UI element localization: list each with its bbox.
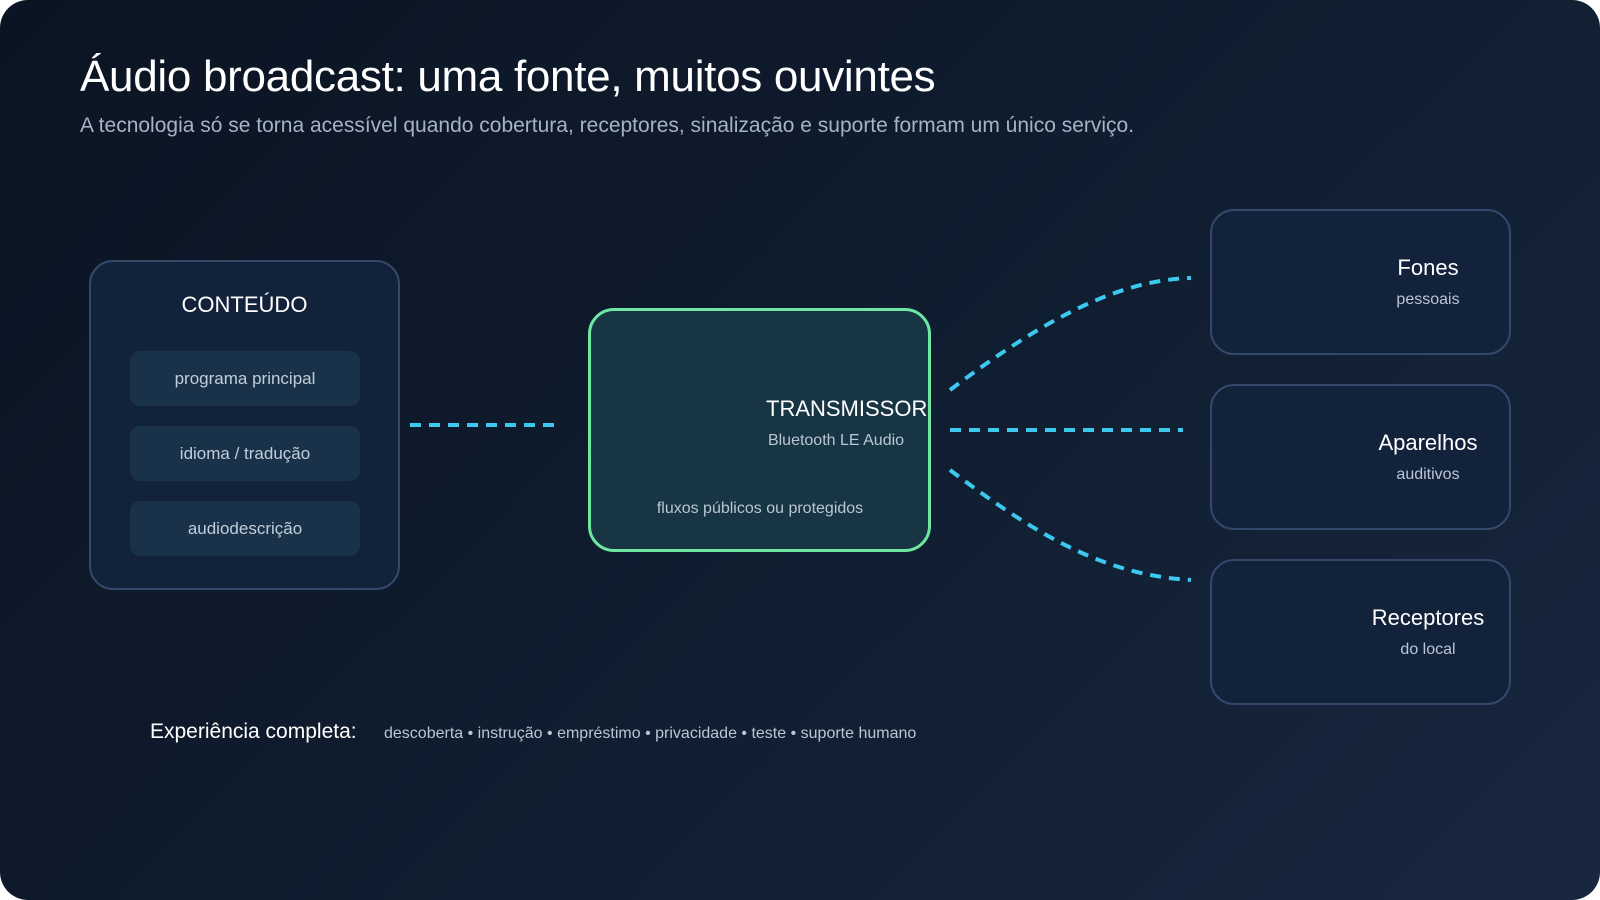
transmitter-subtitle: Bluetooth LE Audio (767, 432, 905, 449)
connector-to-headphones (948, 276, 1192, 392)
content-item-language-translation: idioma / tradução (130, 426, 360, 481)
receiver-card-headphones: Fones pessoais (1210, 209, 1511, 355)
receiver-label-headphones: Fones (1397, 255, 1459, 280)
transmitter-panel (588, 308, 931, 552)
footer-label: Experiência completa: (150, 720, 357, 743)
receiver-sub-hearing-aids: auditivos (1396, 466, 1460, 483)
content-heading: CONTEÚDO (181, 292, 308, 317)
footer-items: descoberta • instrução • empréstimo • pr… (384, 725, 917, 742)
transmitter-title: TRANSMISSOR (766, 396, 928, 421)
receiver-label-hearing-aids: Aparelhos (1378, 430, 1478, 455)
content-item-main-program: programa principal (130, 351, 360, 406)
receiver-card-hearing-aids: Aparelhos auditivos (1210, 384, 1511, 530)
receiver-label-venue-receivers: Receptores (1371, 605, 1485, 630)
content-item-audio-description: audiodescrição (130, 501, 360, 556)
receiver-sub-venue-receivers: do local (1400, 641, 1456, 658)
connector-to-venue-receivers (948, 468, 1192, 582)
transmitter-note: fluxos públicos ou protegidos (656, 500, 864, 517)
receiver-sub-headphones: pessoais (1396, 291, 1460, 308)
page-title: Áudio broadcast: uma fonte, muitos ouvin… (80, 52, 936, 101)
receiver-card-venue-receivers: Receptores do local (1210, 559, 1511, 705)
page-subtitle: A tecnologia só se torna acessível quand… (80, 114, 1135, 137)
content-panel: CONTEÚDO programa principal idioma / tra… (89, 260, 400, 590)
